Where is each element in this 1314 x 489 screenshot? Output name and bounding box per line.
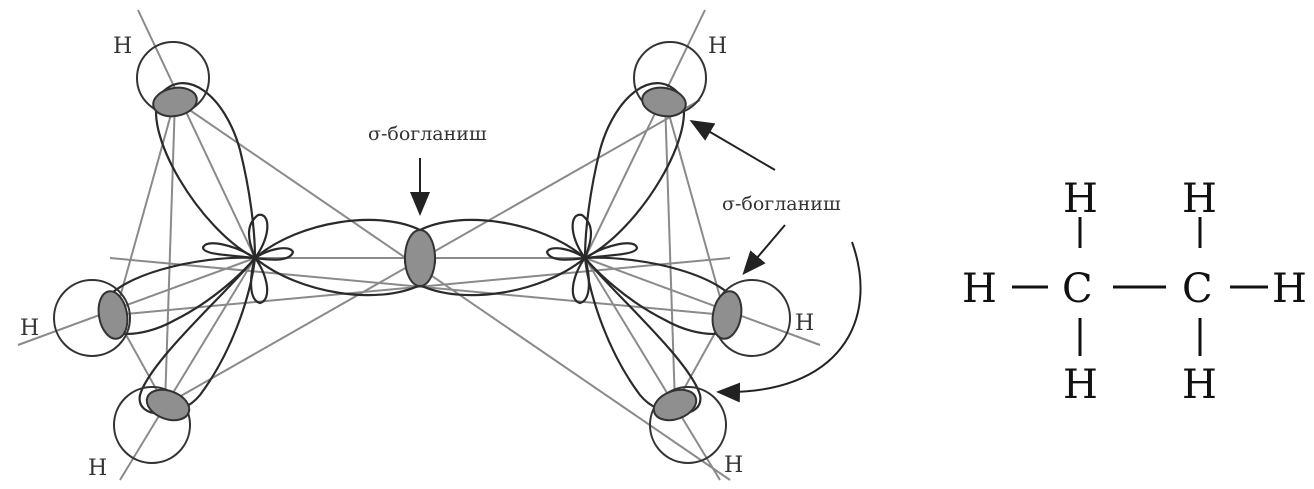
sigma-arrow-top-right	[689, 119, 776, 171]
h-orbital-bottom-left	[113, 386, 191, 464]
h-orbital-mid-left	[53, 279, 131, 357]
overlap-bottom-right	[652, 388, 698, 422]
sigma-arrow-bottom-right	[716, 241, 862, 403]
h-label-bottom-left: H	[88, 456, 107, 481]
formula-h-top-right: H	[1182, 176, 1217, 222]
h-label-mid-left: H	[20, 316, 39, 341]
sigma-bond-label-center: σ-богланиш	[368, 123, 487, 145]
overlap-mid-left	[97, 290, 129, 340]
h-label-top-right: H	[708, 34, 727, 59]
orbital-overlap-regions	[97, 86, 743, 422]
hydrogen-labels: H H H H H H	[20, 34, 814, 481]
overlap-top-right	[641, 86, 687, 118]
formula-h-bottom-left: H	[1063, 362, 1098, 408]
formula-h-left: H	[962, 266, 997, 312]
formula-c-left: C	[1062, 266, 1093, 312]
formula-h-right: H	[1272, 266, 1307, 312]
h-label-mid-right: H	[795, 311, 814, 336]
overlap-c-c	[404, 229, 436, 287]
sigma-bond-label-right: σ-богланиш	[722, 193, 841, 215]
formula-h-bottom-right: H	[1182, 362, 1217, 408]
overlap-bottom-left	[145, 388, 191, 422]
overlap-mid-right	[711, 290, 743, 340]
h-label-bottom-right: H	[724, 453, 743, 478]
formula-h-top-left: H	[1063, 176, 1098, 222]
formula-c-right: C	[1182, 266, 1213, 312]
h-label-top-left: H	[113, 34, 132, 59]
overlap-top-left	[152, 86, 198, 118]
hydrogen-s-orbitals	[53, 41, 791, 464]
sigma-arrow-mid-right	[742, 224, 786, 276]
h-orbital-bottom-right	[649, 386, 727, 464]
ethane-structural-formula: H H H C C H H H	[962, 176, 1307, 408]
